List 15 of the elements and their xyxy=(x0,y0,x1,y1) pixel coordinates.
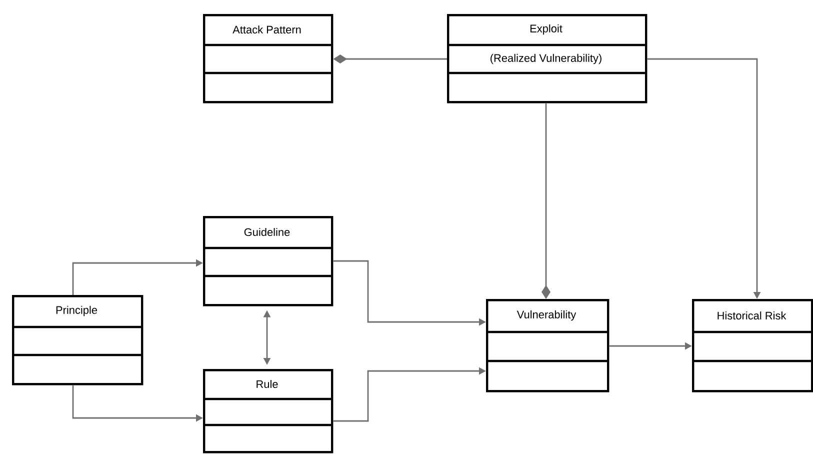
class-box xyxy=(203,14,334,104)
class-label: Guideline xyxy=(244,228,290,236)
class-label: Exploit xyxy=(530,24,562,35)
class-box xyxy=(447,14,648,104)
class-box xyxy=(12,294,144,386)
class-label: Historical Risk xyxy=(718,311,786,320)
class-label: Rule xyxy=(256,380,278,388)
class-box xyxy=(692,298,813,392)
class-label: (Realized Vulnerability) xyxy=(490,54,602,64)
class-label: Vulnerability xyxy=(516,310,576,321)
class-label: Principle xyxy=(56,306,98,316)
class-label: Attack Pattern xyxy=(232,25,301,34)
class-box xyxy=(203,216,334,306)
class-box xyxy=(203,368,334,454)
class-box xyxy=(486,298,610,392)
